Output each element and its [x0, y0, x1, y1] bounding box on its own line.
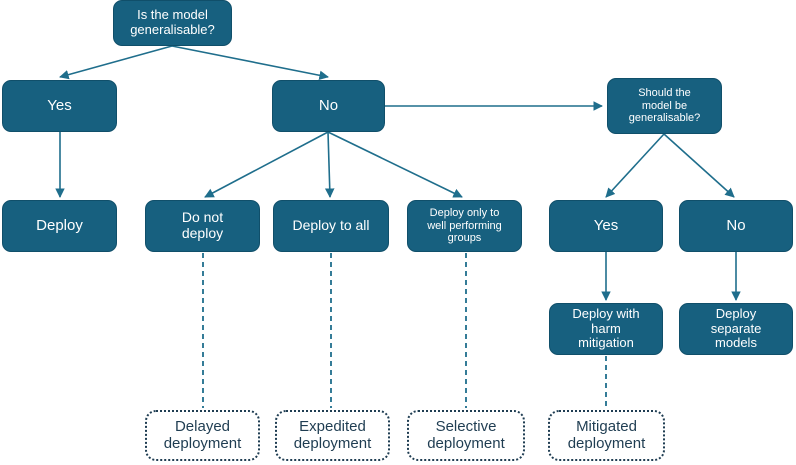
node-label-separate: Deploy separate models [710, 305, 762, 351]
node-label-delayed: Delayed deployment [163, 417, 242, 452]
node-label-q2: Should the model be generalisable? [628, 87, 701, 125]
node-label-deployall: Deploy to all [292, 217, 370, 234]
node-deploy[interactable]: Deploy [2, 200, 117, 252]
node-label-deploywell: Deploy only to well performing groups [427, 207, 502, 245]
connector-no-to-deploywell [327, 131, 463, 198]
node-donotdeploy[interactable]: Do not deploy [145, 200, 260, 252]
node-label-no2: No [726, 216, 746, 234]
node-selective[interactable]: Selective deployment [407, 410, 525, 461]
connector-q1-to-yes [59, 45, 173, 80]
node-yes1[interactable]: Yes [2, 80, 117, 132]
connector-q1-to-no [171, 45, 329, 81]
node-q2[interactable]: Should the model be generalisable? [607, 78, 722, 134]
node-label-donotdeploy: Do not deploy [181, 209, 224, 241]
node-separate[interactable]: Deploy separate models [679, 303, 793, 355]
node-label-mitigated: Mitigated deployment [567, 417, 646, 452]
connector-q2-to-yes [605, 133, 665, 198]
connector-no-to-deployall [324, 131, 335, 198]
node-harmmit[interactable]: Deploy with harm mitigation [549, 303, 663, 355]
node-expedited[interactable]: Expedited deployment [275, 410, 390, 461]
connector-no-to-donotdeploy [204, 131, 329, 198]
node-label-no1: No [318, 96, 339, 114]
node-no1[interactable]: No [272, 80, 385, 132]
node-label-harmmit: Deploy with harm mitigation [572, 305, 640, 351]
node-yes2[interactable]: Yes [549, 200, 663, 252]
node-label-selective: Selective deployment [427, 417, 505, 452]
node-label-deploy: Deploy [36, 216, 83, 234]
node-label-yes1: Yes [47, 96, 72, 114]
connector-q2-to-no [663, 133, 735, 198]
node-deployall[interactable]: Deploy to all [273, 200, 389, 252]
node-no2[interactable]: No [679, 200, 793, 252]
node-deploywell[interactable]: Deploy only to well performing groups [407, 200, 522, 252]
node-label-q1: Is the model generalisable? [130, 7, 215, 37]
node-label-expedited: Expedited deployment [293, 417, 372, 452]
node-mitigated[interactable]: Mitigated deployment [548, 410, 665, 461]
node-label-yes2: Yes [593, 216, 619, 234]
node-delayed[interactable]: Delayed deployment [145, 410, 260, 461]
node-q1[interactable]: Is the model generalisable? [113, 0, 232, 46]
